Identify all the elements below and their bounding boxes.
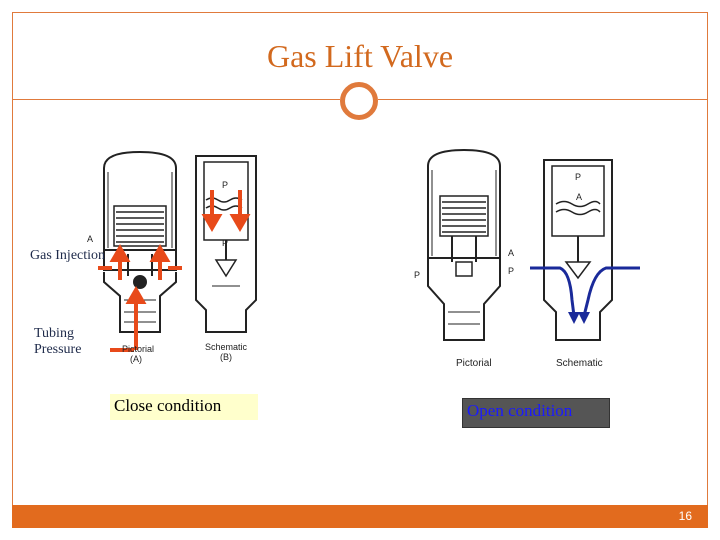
left-pictorial-valve	[103, 150, 177, 333]
right-pictorial-caption: Pictorial	[456, 358, 492, 369]
left-pb-label: P	[222, 180, 228, 190]
right-ac-label: A	[508, 248, 514, 258]
title-ring-ornament	[340, 82, 378, 120]
right-blue-flow-arrows	[530, 266, 640, 324]
right-ab-label: A	[576, 192, 582, 202]
left-pictorial-caption: Pictorial	[122, 344, 154, 354]
right-schematic-valve	[543, 159, 613, 341]
left-red-arrows	[98, 244, 182, 352]
left-pictorial-sub: (A)	[130, 354, 142, 364]
page-number: 16	[678, 509, 692, 523]
title-rule-left	[12, 99, 340, 100]
tubing-pressure-label: Tubing Pressure	[34, 326, 82, 357]
right-pt-label-left: P	[414, 270, 420, 280]
right-schematic-caption: Schematic	[556, 358, 603, 369]
left-schematic-caption: Schematic	[205, 342, 248, 352]
left-schematic-red-arrows	[201, 190, 251, 232]
left-pc-label: P	[222, 238, 228, 248]
left-ab-label: A	[87, 234, 93, 244]
title-rule-right	[378, 99, 708, 100]
gas-injection-label: Gas Injection	[30, 248, 106, 263]
open-condition-label: Open condition	[462, 398, 610, 428]
slide-title: Gas Lift Valve	[266, 38, 454, 74]
right-pb-label: P	[575, 172, 581, 182]
right-pt-label-pictorial: P	[508, 266, 514, 276]
left-schematic-sub: (B)	[220, 352, 232, 362]
right-pictorial-valve	[427, 148, 501, 341]
close-condition-label: Close condition	[110, 394, 258, 420]
footer-bar: 16	[12, 505, 708, 528]
